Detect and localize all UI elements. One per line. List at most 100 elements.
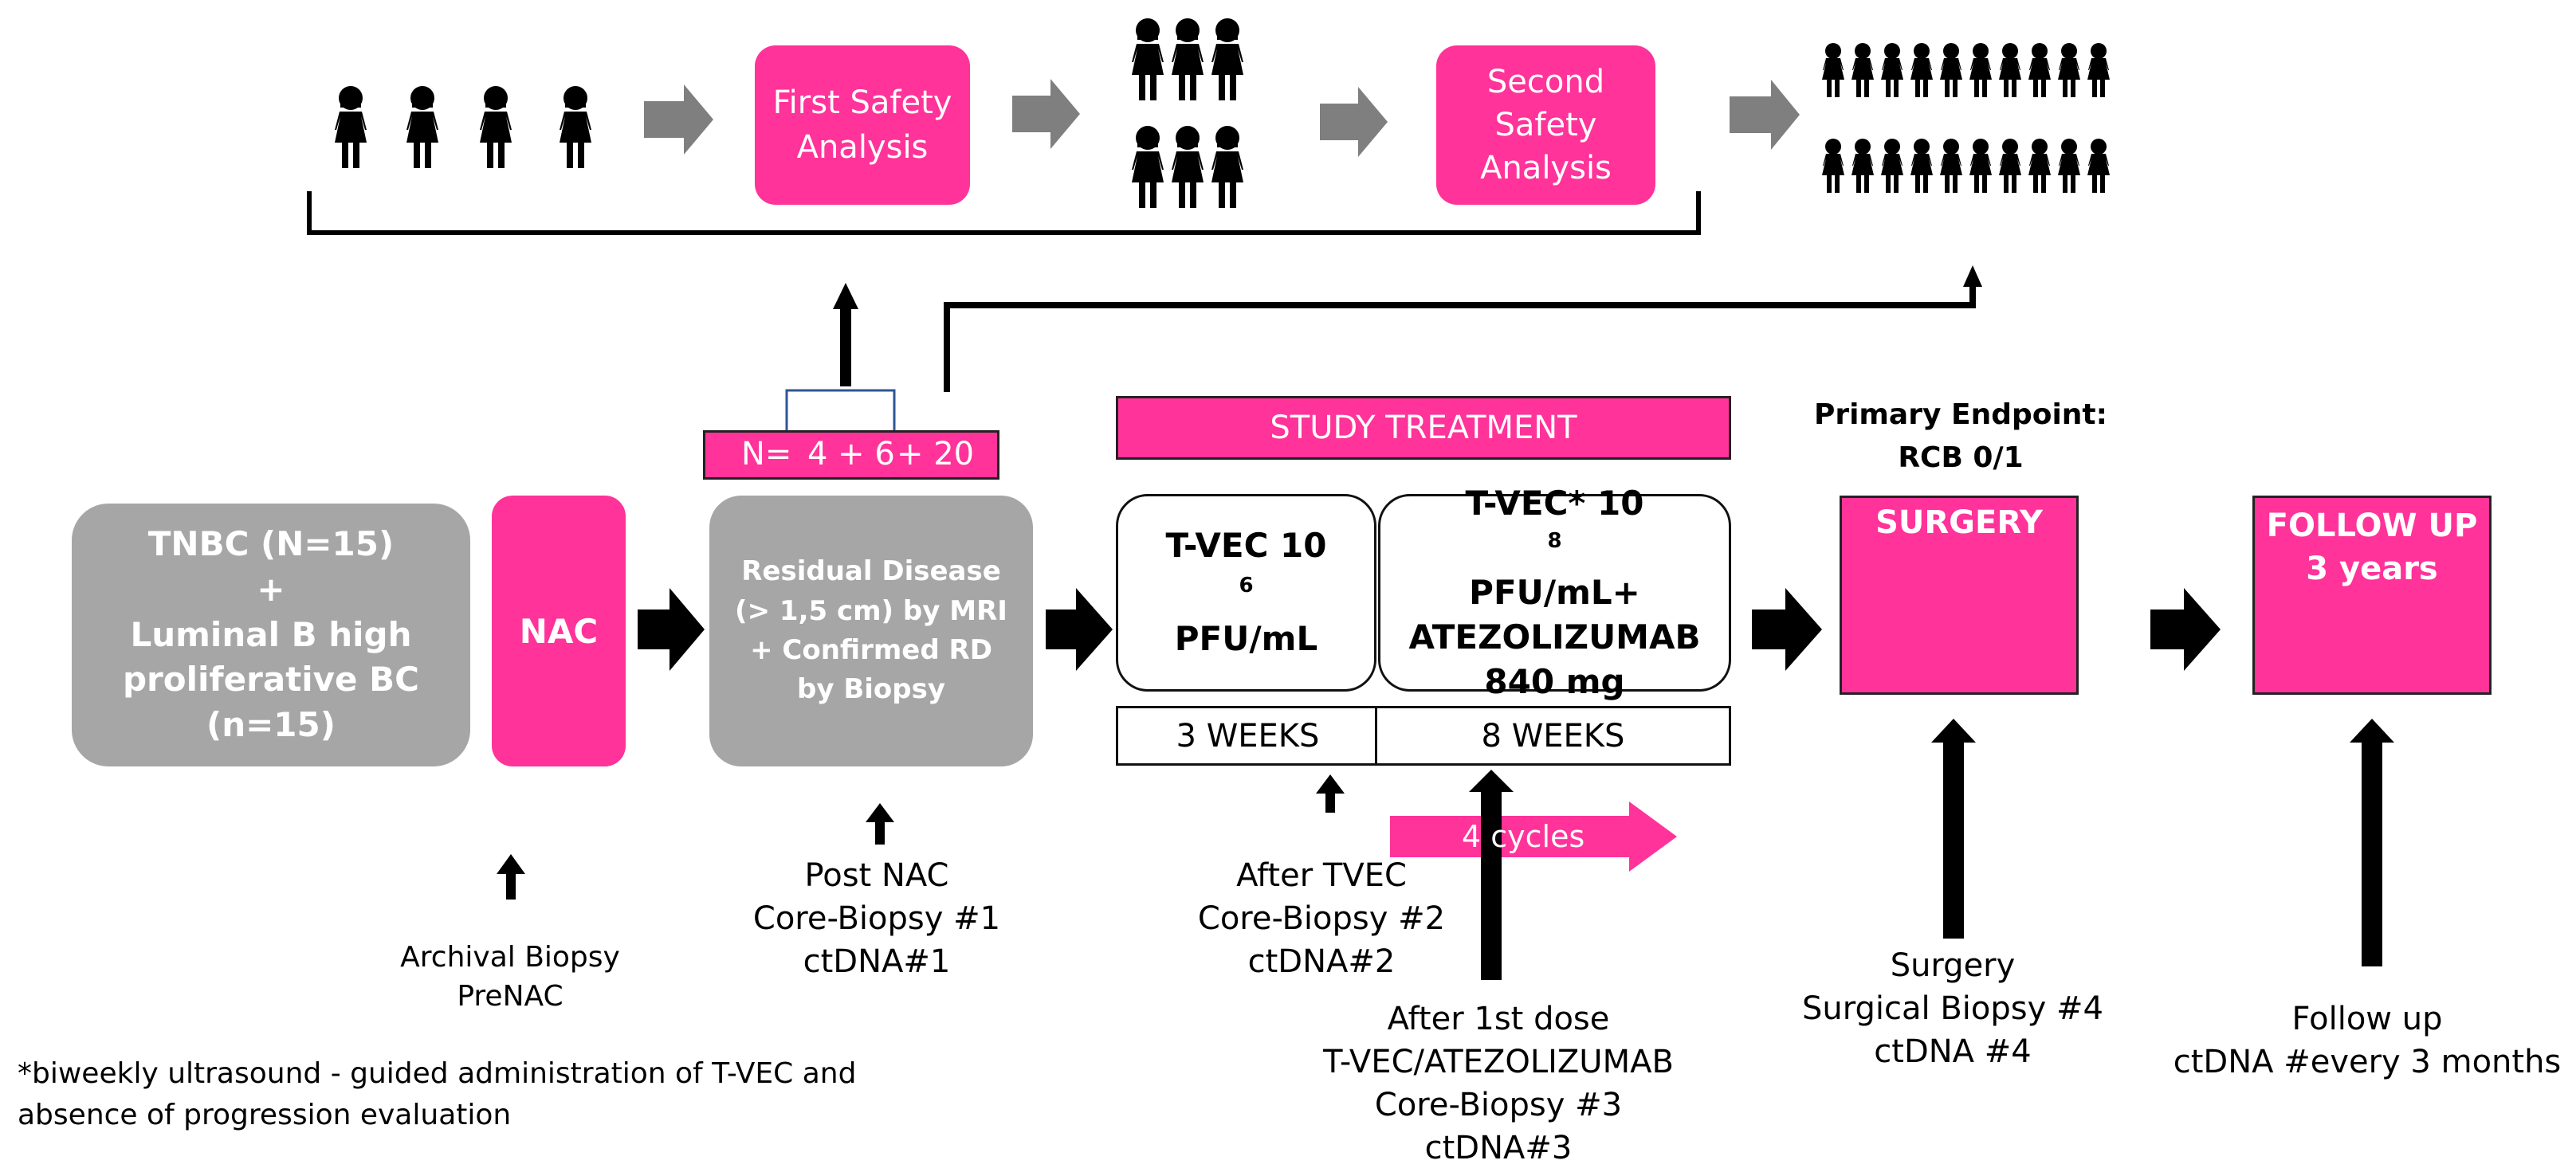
post-nac-label: Post NAC Core-Biopsy #1 ctDNA#1 bbox=[733, 854, 1020, 983]
up-arrow-icon bbox=[2350, 719, 2394, 966]
black-arrow-icon bbox=[1752, 588, 1822, 671]
timepoint-line: Post NAC bbox=[804, 857, 949, 894]
n-label: N= bbox=[741, 436, 792, 472]
timepoint-line: ctDNA#1 bbox=[803, 943, 951, 980]
people-group-4 bbox=[335, 86, 591, 168]
people-group-20 bbox=[1822, 43, 2110, 193]
footnote-line: absence of progression evaluation bbox=[18, 1099, 512, 1132]
timepoint-line: Core-Biopsy #3 bbox=[1374, 1087, 1623, 1123]
timepoint-arrows bbox=[497, 719, 2394, 980]
timepoint-line: T-VEC/ATEZOLIZUMAB bbox=[1323, 1044, 1674, 1080]
weeks-8-label: 8 WEEKS bbox=[1481, 717, 1625, 755]
expansion-connector bbox=[944, 280, 1976, 392]
second-safety-line: Second bbox=[1486, 64, 1605, 100]
timepoint-line: Archival Biopsy bbox=[400, 941, 620, 974]
weeks-3-box: 3 WEEKS bbox=[1116, 706, 1377, 766]
top-flow-arrows bbox=[644, 79, 1800, 157]
timepoint-line: ctDNA#2 bbox=[1247, 943, 1396, 980]
woman-figure-icon bbox=[480, 86, 512, 168]
first-safety-line: Analysis bbox=[796, 129, 929, 166]
study-treatment-banner: STUDY TREATMENT bbox=[1116, 396, 1731, 460]
population-line: proliferative BC bbox=[122, 660, 420, 700]
residual-line: + Confirmed RD bbox=[750, 634, 992, 666]
gray-arrow-icon bbox=[1730, 80, 1800, 150]
woman-figure-icon bbox=[1132, 18, 1164, 100]
footnote: *biweekly ultrasound - guided administra… bbox=[18, 1053, 974, 1136]
study-treatment-label: STUDY TREATMENT bbox=[1270, 410, 1577, 446]
weeks-8-box: 8 WEEKS bbox=[1375, 706, 1731, 766]
black-arrow-icon bbox=[638, 588, 705, 671]
timepoint-line: Core-Biopsy #1 bbox=[752, 900, 1001, 937]
followup-timepoint-label: Follow up ctDNA #every 3 months bbox=[2168, 998, 2566, 1084]
gray-arrow-icon bbox=[644, 84, 713, 155]
people-group-6 bbox=[1132, 18, 1243, 208]
woman-figure-icon bbox=[335, 86, 367, 168]
cycles-arrow-icon bbox=[1390, 802, 1677, 872]
gray-arrow-icon bbox=[1012, 79, 1080, 149]
enrollment-bracket bbox=[307, 191, 1701, 235]
population-line: + bbox=[257, 569, 285, 609]
timepoint-line: Surgery bbox=[1890, 947, 2016, 984]
expansion-count: + 20 bbox=[897, 436, 975, 472]
second-safety-line: Analysis bbox=[1480, 150, 1612, 186]
woman-figure-icon bbox=[1211, 18, 1243, 100]
black-arrow-icon bbox=[1046, 588, 1113, 671]
timepoint-line: After 1st dose bbox=[1387, 1001, 1610, 1037]
primary-endpoint-title: Primary Endpoint: bbox=[1813, 398, 2108, 431]
weeks-3-label: 3 WEEKS bbox=[1176, 717, 1320, 755]
woman-figure-icon bbox=[1211, 126, 1243, 208]
first-safety-analysis-box: First Safety Analysis bbox=[755, 45, 970, 205]
main-flow-arrows bbox=[638, 588, 2221, 671]
population-line: Luminal B high bbox=[130, 614, 412, 654]
surgery-label: SURGERY bbox=[1875, 504, 2043, 541]
timepoint-line: Surgical Biopsy #4 bbox=[1802, 990, 2103, 1027]
timepoint-line: Follow up bbox=[2291, 1001, 2443, 1037]
after-tvec-label: After TVEC Core-Biopsy #2 ctDNA#2 bbox=[1178, 854, 1465, 983]
woman-figure-icon bbox=[1172, 18, 1204, 100]
timepoint-line: ctDNA#3 bbox=[1424, 1130, 1573, 1166]
timepoint-line: Core-Biopsy #2 bbox=[1197, 900, 1446, 937]
population-box: TNBC (N=15) + Luminal B high proliferati… bbox=[72, 504, 470, 766]
primary-endpoint-value: RCB 0/1 bbox=[1898, 441, 2024, 474]
second-safety-line: Safety bbox=[1494, 107, 1597, 143]
woman-figure-icon bbox=[1132, 126, 1164, 208]
population-line: (n=15) bbox=[206, 705, 336, 745]
gray-arrow-icon bbox=[1320, 87, 1388, 157]
enrollment-n-box: N= 4 + 6 + 20 bbox=[703, 430, 999, 480]
up-arrow-icon bbox=[833, 283, 858, 386]
up-arrow-icon bbox=[497, 854, 525, 900]
residual-line: (> 1,5 cm) by MRI bbox=[735, 594, 1007, 627]
tvec-high-line2: PFU/mL+ bbox=[1469, 573, 1640, 613]
tvec-high-line4: 840 mg bbox=[1484, 661, 1625, 701]
after-first-dose-label: After 1st dose T-VEC/ATEZOLIZUMAB Core-B… bbox=[1307, 998, 1690, 1170]
primary-endpoint: Primary Endpoint: RCB 0/1 bbox=[1793, 394, 2128, 480]
archival-biopsy-label: Archival Biopsy PreNAC bbox=[367, 939, 654, 1016]
residual-line: by Biopsy bbox=[796, 673, 945, 706]
cohort-count: 4 + 6 bbox=[807, 436, 895, 472]
black-arrow-icon bbox=[2150, 588, 2221, 671]
woman-figure-icon bbox=[560, 86, 591, 168]
residual-line: Residual Disease bbox=[741, 555, 1001, 588]
woman-figure-icon bbox=[1172, 126, 1204, 208]
tvec-high-line3: ATEZOLIZUMAB bbox=[1408, 617, 1701, 657]
timepoint-line: PreNAC bbox=[457, 979, 564, 1013]
followup-title: FOLLOW UP bbox=[2266, 508, 2478, 544]
timepoint-line: ctDNA #every 3 months bbox=[2173, 1044, 2562, 1080]
nac-label: NAC bbox=[519, 611, 599, 651]
surgery-timepoint-label: Surgery Surgical Biopsy #4 ctDNA #4 bbox=[1785, 944, 2120, 1073]
up-arrow-icon bbox=[1316, 774, 1345, 813]
cycles-label: 4 cycles bbox=[1462, 819, 1585, 854]
timepoint-line: ctDNA #4 bbox=[1874, 1033, 2032, 1070]
first-safety-line: First Safety bbox=[772, 84, 952, 121]
nac-box: NAC bbox=[492, 496, 626, 766]
tvec-low-line2: PFU/mL bbox=[1174, 619, 1318, 659]
up-arrow-icon bbox=[1931, 719, 1976, 939]
population-line: TNBC (N=15) bbox=[147, 524, 395, 564]
followup-box: FOLLOW UP 3 years bbox=[2252, 496, 2492, 695]
surgery-box: SURGERY bbox=[1840, 496, 2079, 695]
followup-duration: 3 years bbox=[2306, 551, 2438, 587]
